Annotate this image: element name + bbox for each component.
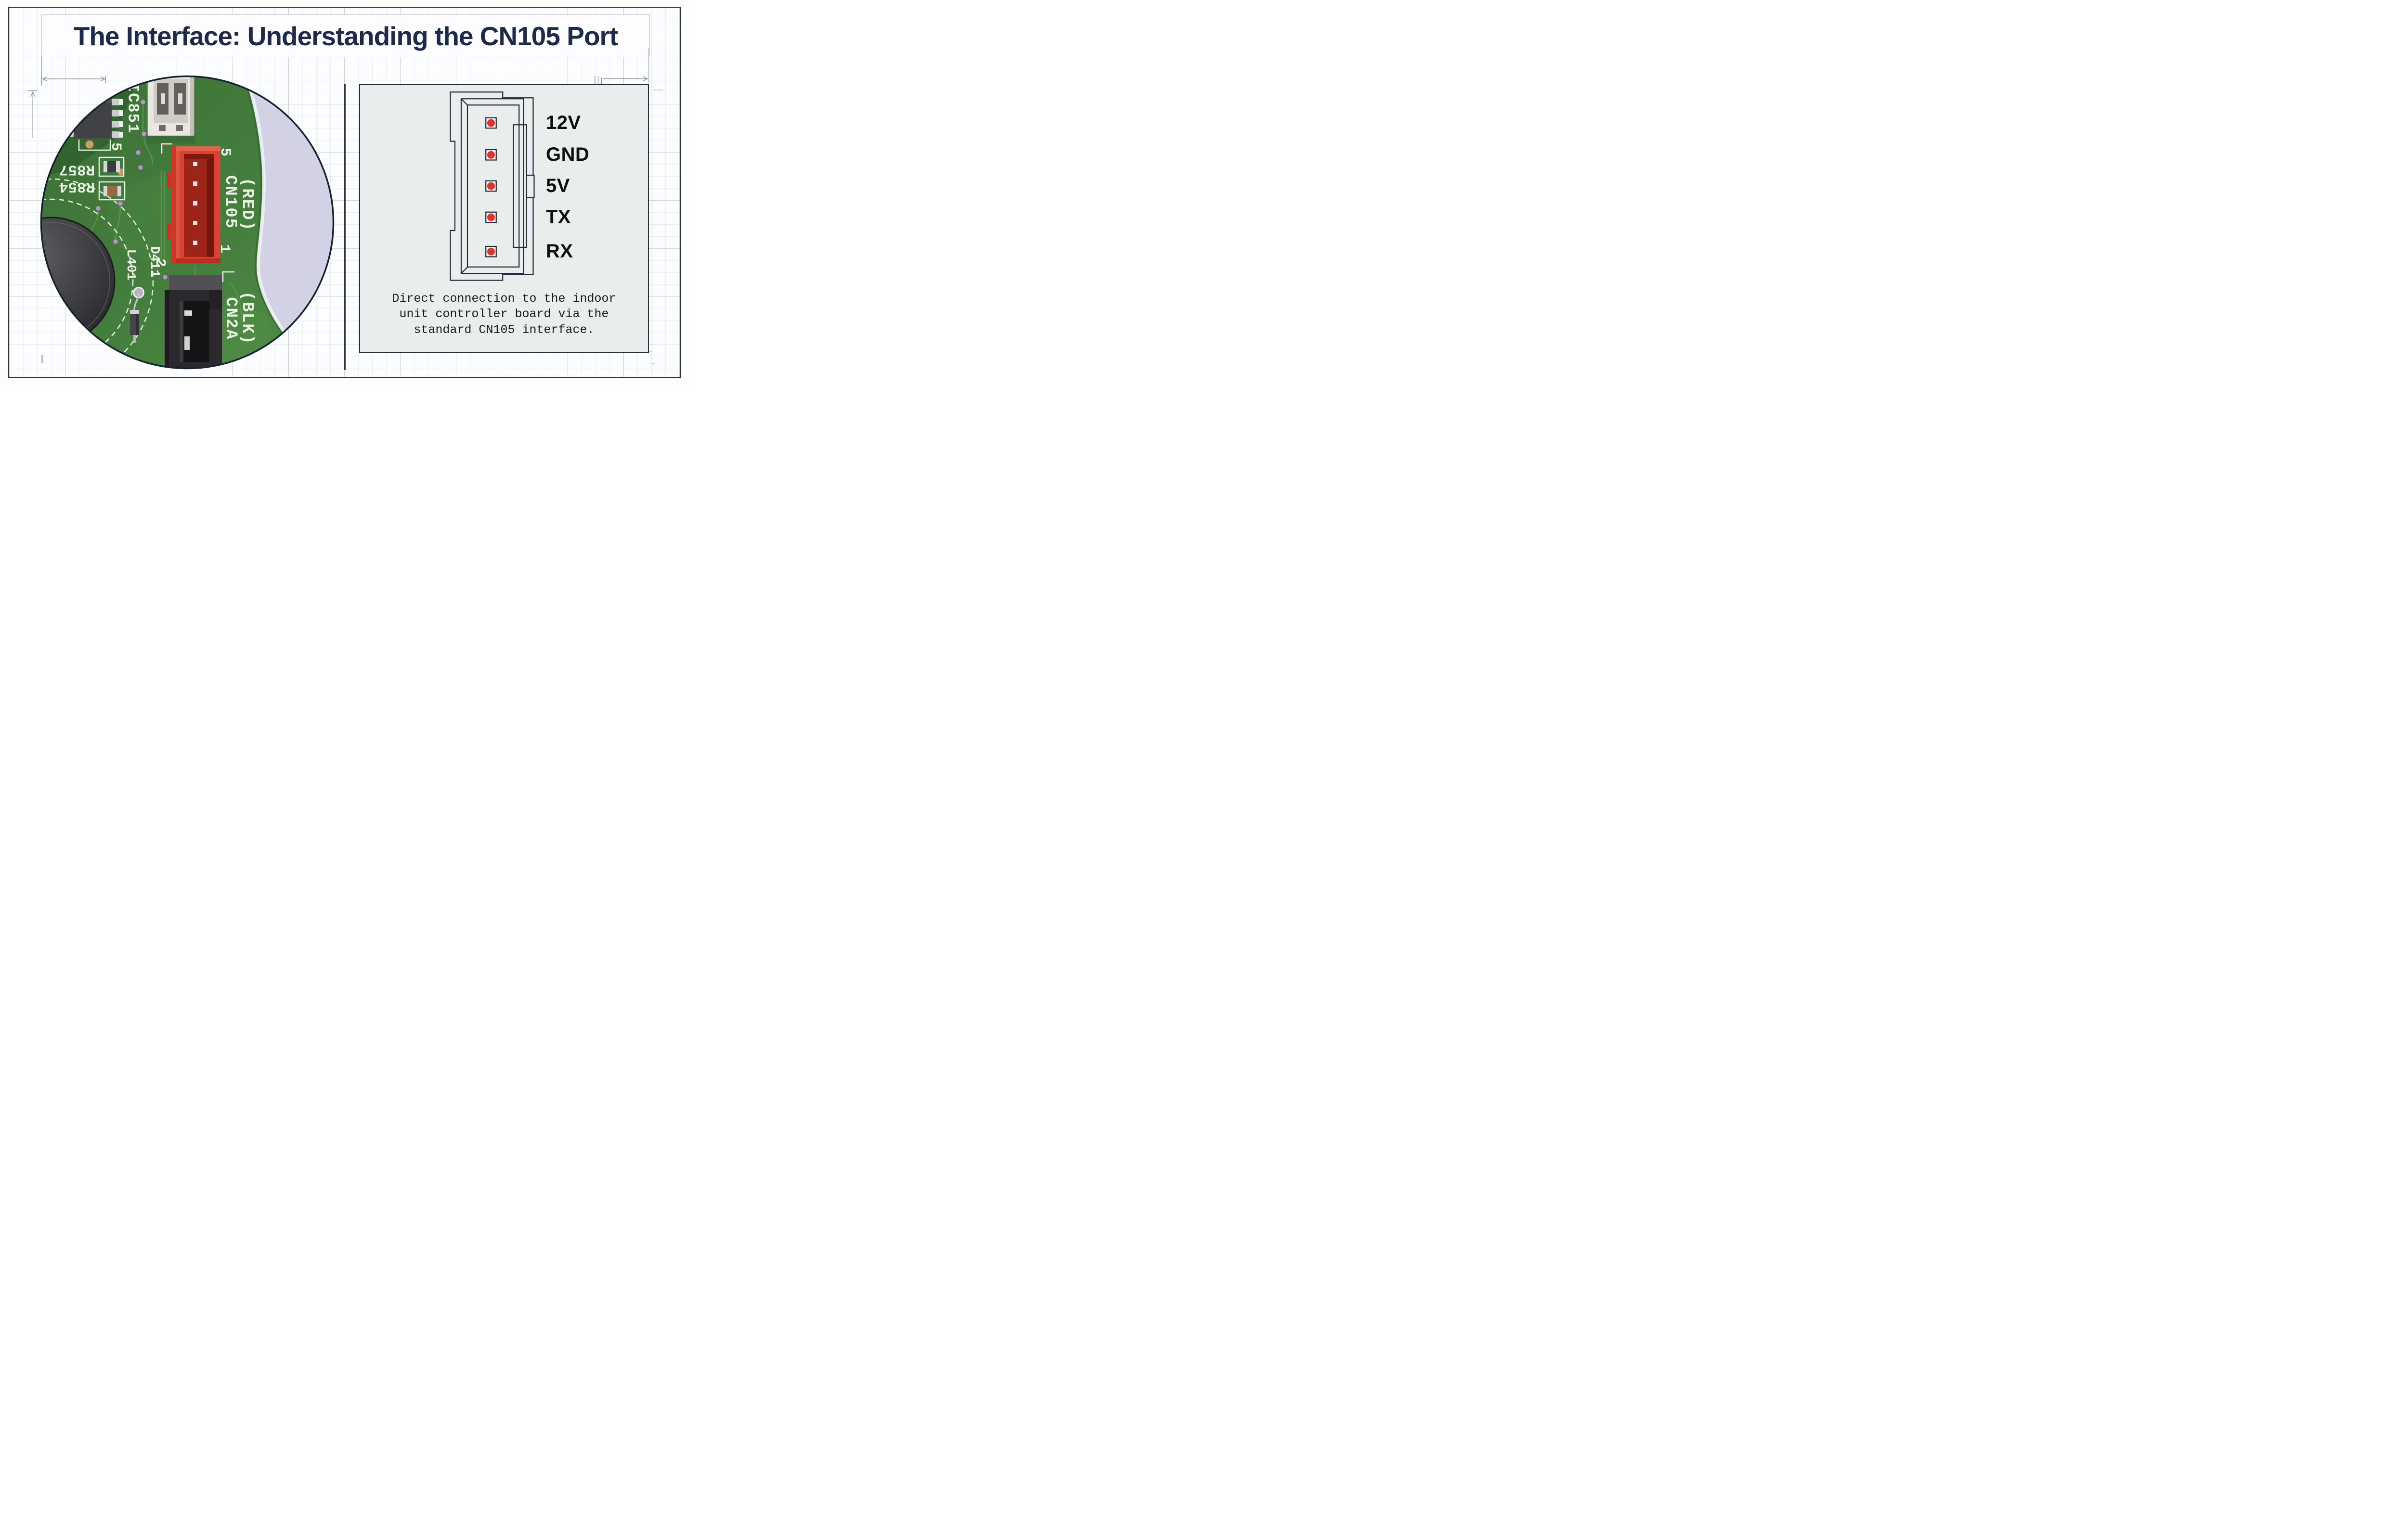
pinout-caption: Direct connection to the indoor unit con…: [392, 291, 616, 337]
silkscreen-brackets: [78, 140, 234, 282]
pinout-panel: 12V GND 5V TX RX Direct connection to th…: [359, 84, 649, 353]
infographic-canvas: The Interface: Understanding the CN105 P…: [0, 0, 690, 385]
ic-component: [48, 84, 123, 138]
pin-label-5v: 5V: [546, 175, 570, 196]
connector-side-tab: [526, 174, 535, 198]
photo-circle-border: [40, 75, 335, 370]
silkscreen-pin5-ic: 5: [107, 142, 124, 151]
silkscreen-pin2: 2: [152, 258, 168, 267]
smd-resistor-r857: [104, 161, 120, 172]
connector-shell-inner: [466, 104, 520, 268]
silkscreen-cn2a: CN2A: [221, 297, 240, 340]
pcb-photo-circle: IC851 5 R857 R854 5 CN105 (RED) 1 2 D411…: [40, 75, 335, 370]
page-title: The Interface: Understanding the CN105 P…: [73, 21, 619, 51]
silkscreen-cn105-pin1: 1: [216, 244, 233, 253]
pin-label-gnd: GND: [546, 143, 590, 165]
silkscreen-labels: IC851 5 R857 R854 5 CN105 (RED) 1 2 D411…: [59, 83, 256, 345]
silkscreen-cn2a-color: (BLK): [238, 291, 256, 345]
connector-right-wall: [513, 124, 527, 248]
pin-label-rx: RX: [546, 240, 573, 262]
connector-shell-outer: [460, 98, 524, 274]
pin-dots: [487, 119, 495, 256]
connector-diagram: [450, 91, 535, 281]
section-divider: [344, 84, 346, 370]
silkscreen-cn105: CN105: [221, 175, 239, 229]
silkscreen-r857: R857: [59, 161, 95, 178]
via-pads: [95, 99, 168, 281]
cn2a-black-connector: [165, 275, 222, 368]
silkscreen-r854: R854: [59, 178, 95, 195]
smd-resistor-r854: [104, 186, 121, 196]
connector-outer-outline: [450, 91, 534, 281]
silkscreen-ic851: IC851: [124, 83, 142, 134]
white-connector: [147, 77, 194, 136]
cn105-pins: [193, 162, 197, 245]
silkscreen-cn105-pin5: 5: [217, 148, 233, 156]
silkscreen-d411: D411: [147, 246, 161, 278]
cn105-red-connector: [167, 146, 220, 263]
silkscreen-l401: L401: [123, 249, 138, 281]
diode-component: [130, 287, 144, 343]
pin-label-12v: 12V: [546, 112, 581, 133]
pin-label-tx: TX: [546, 206, 571, 228]
title-band: The Interface: Understanding the CN105 P…: [41, 14, 650, 57]
connector-pins: [485, 117, 497, 257]
silkscreen-cn105-color: (RED): [238, 178, 256, 231]
